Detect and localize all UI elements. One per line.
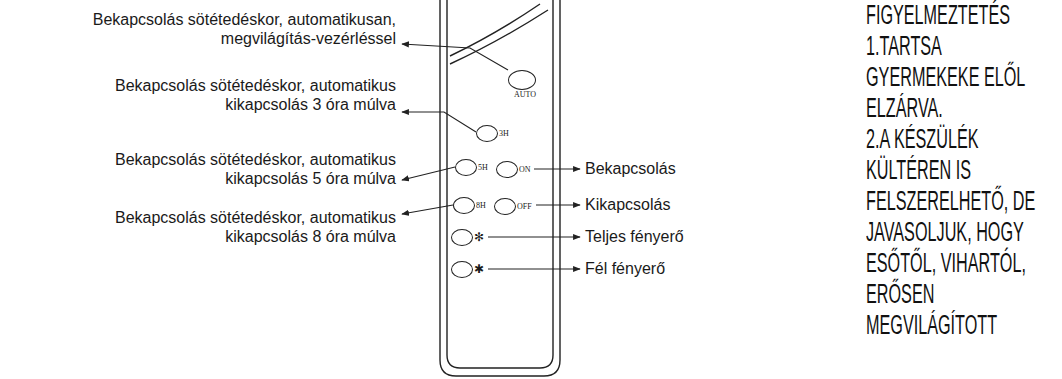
off-button: OFF bbox=[494, 198, 532, 215]
button-label: ON bbox=[519, 165, 531, 174]
button-outline bbox=[494, 198, 516, 215]
button-label: ✱ bbox=[474, 263, 484, 276]
label-text: Bekapcsolás sötétedéskor, automatikus ki… bbox=[115, 77, 396, 113]
remote-body bbox=[440, 0, 560, 376]
button-outline bbox=[476, 125, 498, 142]
function-note: Bekapcsolás sötétedéskor, automatikus ki… bbox=[46, 208, 396, 246]
warning-text: 2.A KÉSZÜLÉK KÜLTÉREN IS FELSZERELHETŐ, … bbox=[866, 124, 1058, 341]
function-note: Kikapcsolás bbox=[585, 195, 670, 214]
label-text: Kikapcsolás bbox=[585, 196, 670, 213]
button-label: 5H bbox=[478, 163, 488, 172]
label-text: Fél fényerő bbox=[585, 260, 665, 277]
warning-block: FIGYELMEZTETÉS1.TARTSA GYERMEKEKE ELŐL E… bbox=[866, 0, 1058, 341]
function-note: Bekapcsolás sötétedéskor, automatikus ki… bbox=[46, 150, 396, 188]
function-note: Bekapcsolás bbox=[585, 159, 676, 178]
button-label: 3H bbox=[499, 129, 509, 138]
timer-5h-button: 5H bbox=[455, 159, 488, 176]
timer-8h-button: 8H bbox=[453, 197, 486, 214]
button-label: 8H bbox=[476, 201, 486, 210]
leader-lines bbox=[402, 44, 580, 269]
label-text: Bekapcsolás sötétedéskor, automatikus ki… bbox=[115, 151, 396, 187]
button-outline bbox=[451, 229, 473, 246]
function-note: Fél fényerő bbox=[585, 259, 665, 278]
button-outline bbox=[496, 161, 518, 178]
full-brightness-button: ✻ bbox=[451, 229, 484, 246]
label-text: Bekapcsolás bbox=[585, 160, 676, 177]
label-text: Bekapcsolás sötétedéskor, automatikusan,… bbox=[93, 11, 396, 47]
function-note: Teljes fényerő bbox=[585, 227, 684, 246]
function-note: Bekapcsolás sötétedéskor, automatikus ki… bbox=[46, 76, 396, 114]
warning-text: FIGYELMEZTETÉS bbox=[866, 0, 1058, 31]
auto-button: AUTO bbox=[508, 70, 536, 99]
label-text: Bekapcsolás sötétedéskor, automatikus ki… bbox=[115, 209, 396, 245]
warning-text: 1.TARTSA GYERMEKEKE ELŐL ELZÁRVA. bbox=[866, 31, 1058, 124]
button-label: ✻ bbox=[474, 231, 484, 244]
button-label: AUTO bbox=[514, 90, 536, 99]
half-brightness-button: ✱ bbox=[451, 261, 484, 278]
function-note: Bekapcsolás sötétedéskor, automatikusan,… bbox=[46, 10, 396, 48]
on-button: ON bbox=[496, 161, 531, 178]
button-outline bbox=[455, 159, 477, 176]
button-outline bbox=[453, 197, 475, 214]
button-outline bbox=[508, 70, 536, 90]
timer-3h-button: 3H bbox=[476, 125, 509, 142]
button-outline bbox=[451, 261, 473, 278]
button-label: OFF bbox=[517, 202, 532, 211]
label-text: Teljes fényerő bbox=[585, 228, 684, 245]
